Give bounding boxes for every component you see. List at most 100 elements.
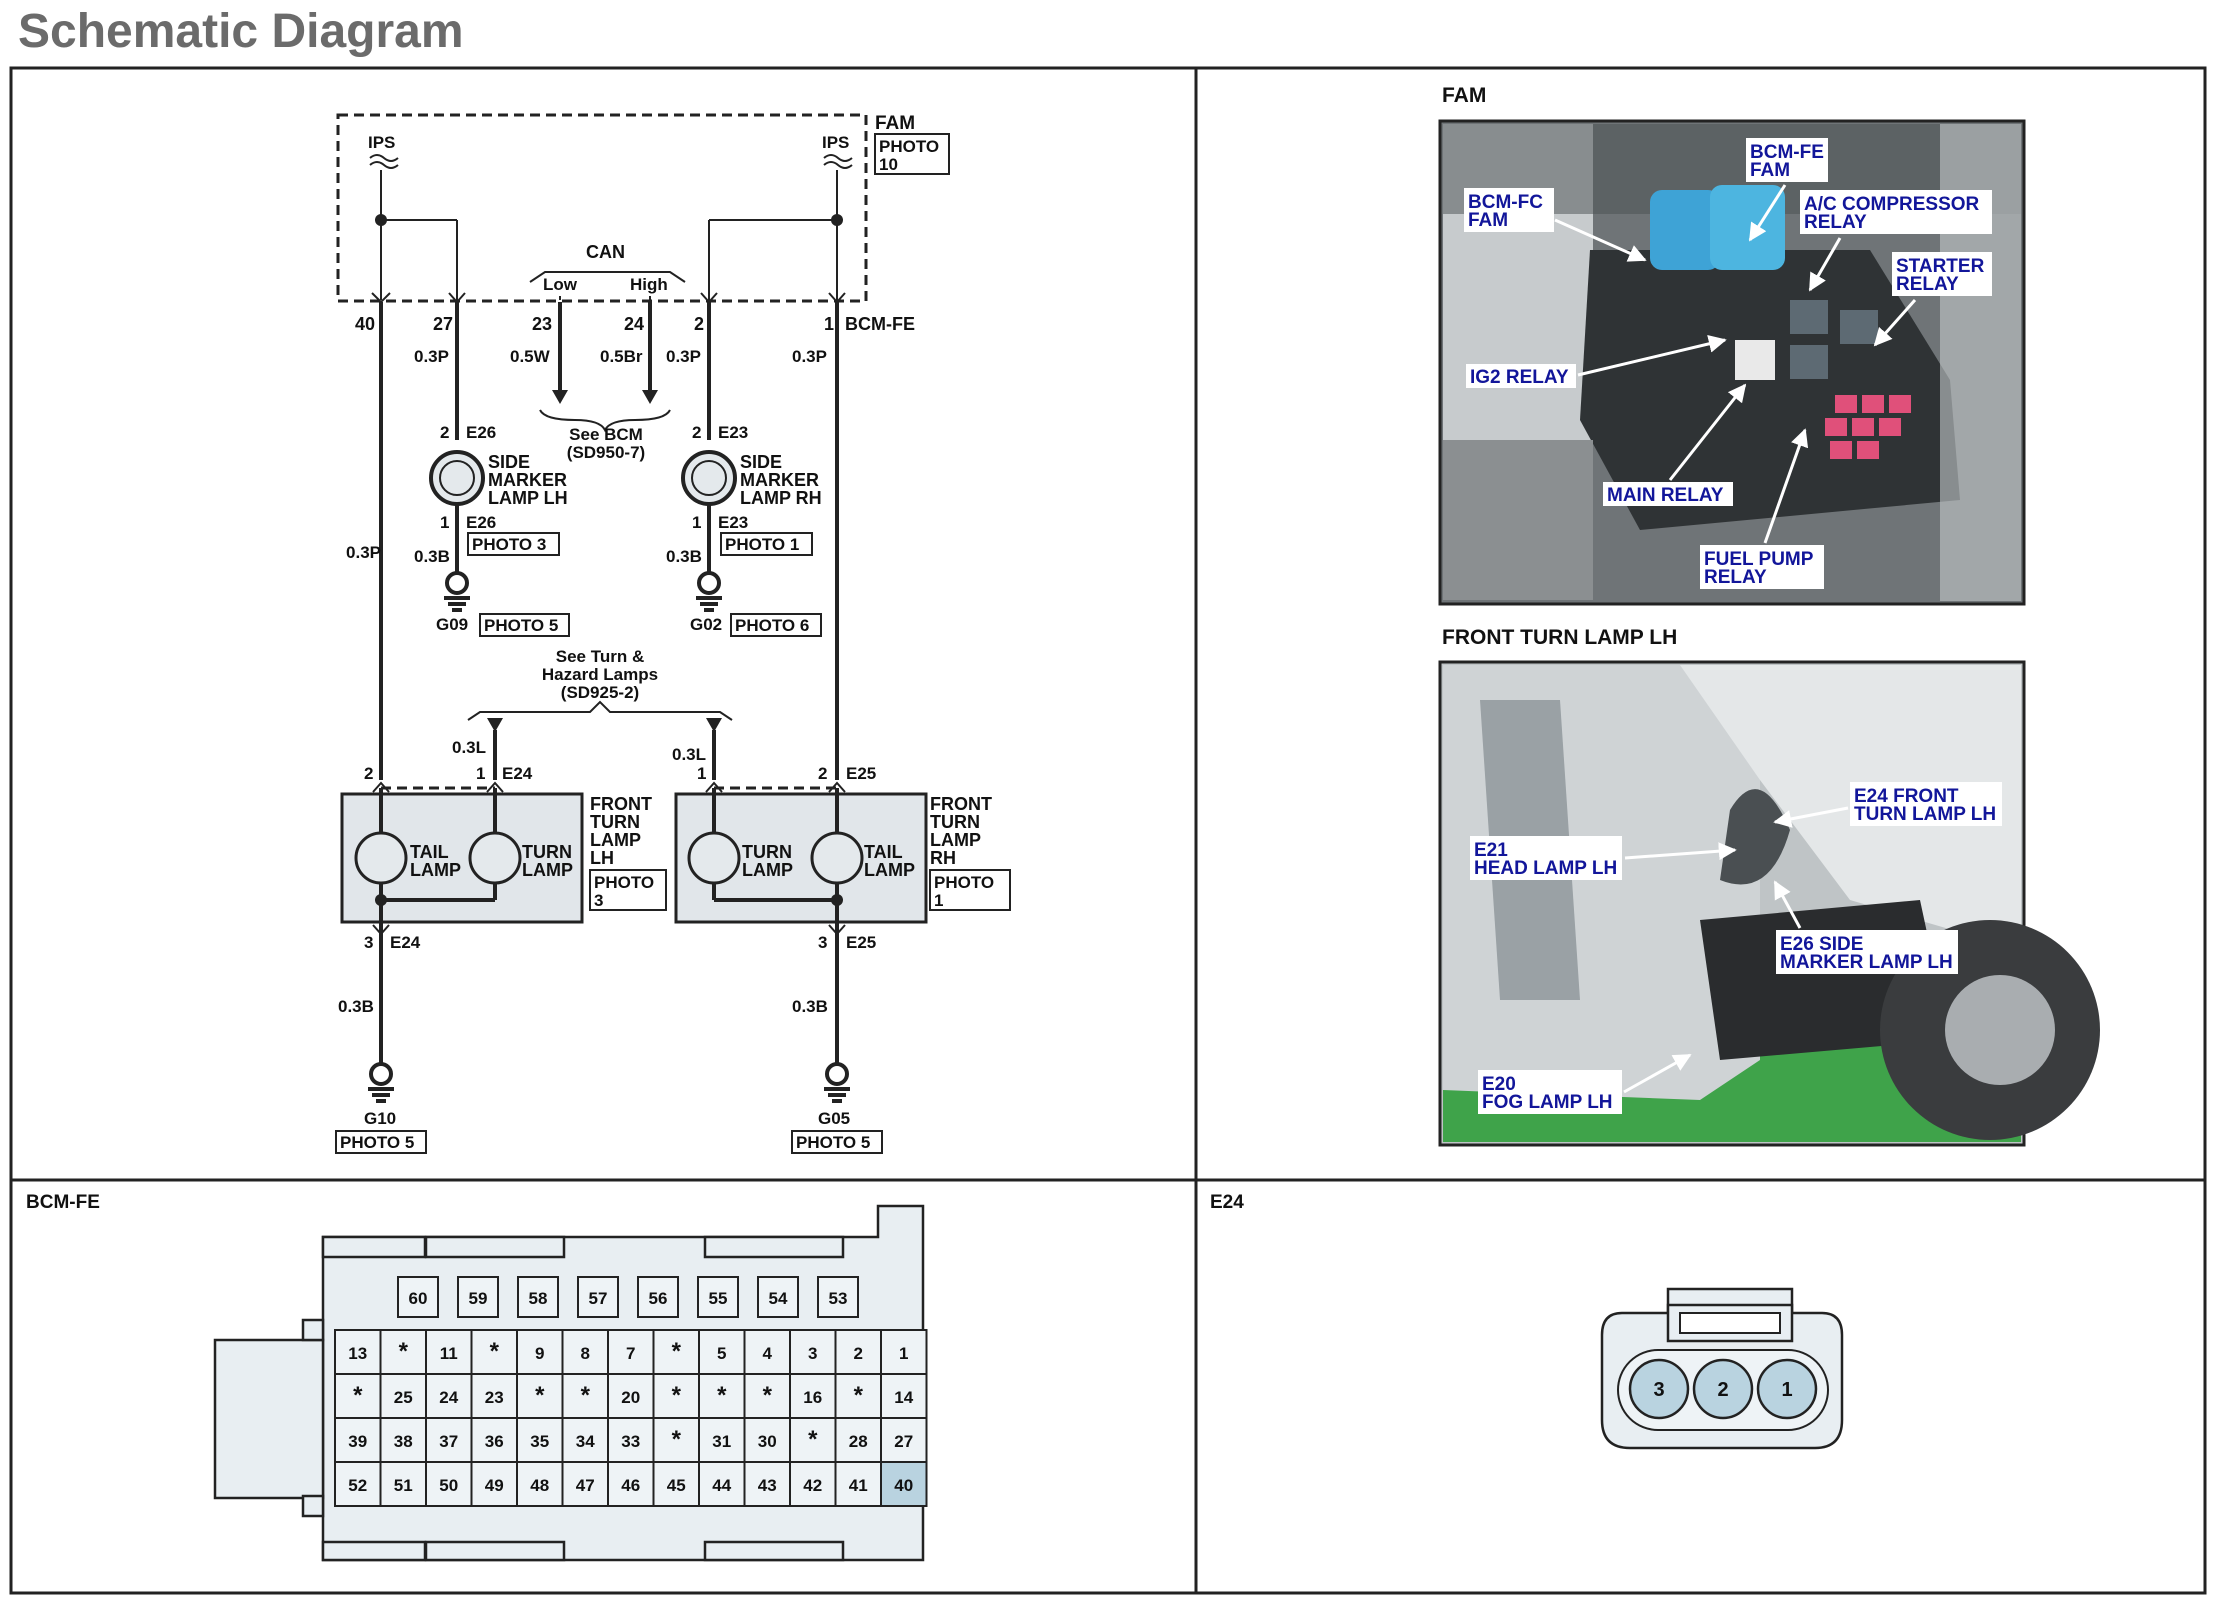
fam-photo-panel: FAM BCM-FC FAM BCM-FE FAM A/C COMPRESSOR…: [1438, 84, 2026, 606]
bcm-pin-cell: [470, 1461, 518, 1507]
callout-bcm-fe-2: FAM: [1750, 160, 1790, 181]
ground-g02-photo: PHOTO 6: [735, 616, 809, 635]
bcm-pin-label: 42: [803, 1476, 822, 1495]
bcm-pin-label: 2: [854, 1344, 863, 1363]
bcm-pin-label: 16: [803, 1388, 822, 1407]
ground-g05-ring: [825, 1062, 849, 1086]
bcm-pin-label: 34: [576, 1432, 595, 1451]
front-rh-photo-2: 1: [934, 891, 943, 910]
front-lh-photo-box: [589, 869, 667, 911]
front-rh-name-1: FRONT: [930, 794, 992, 814]
bcm-pin-label: 56: [649, 1289, 668, 1308]
can-high-label: High: [630, 275, 668, 294]
bcm-pin-label: 57: [589, 1289, 608, 1308]
bcm-pin-label: 9: [535, 1344, 544, 1363]
pin-27-label: 27: [433, 314, 453, 334]
can-low-label: Low: [543, 275, 578, 294]
bcm-pin-label: 45: [667, 1476, 686, 1495]
callout-bcm-fc-bg: [1464, 188, 1554, 232]
bcm-pin-label: 24: [439, 1388, 458, 1407]
bcm-pin-cell: [379, 1461, 427, 1507]
e24-lock-slot: [1679, 1312, 1781, 1334]
fam-label: FAM: [875, 113, 915, 134]
bcm-pin-label: 8: [581, 1344, 590, 1363]
bcm-pin-label: *: [763, 1382, 773, 1409]
callout-main: MAIN RELAY: [1607, 485, 1724, 506]
bcm-pin-label: 49: [485, 1476, 504, 1495]
front-rh-tail-bulb: [810, 831, 864, 885]
bcm-key-3: [703, 1235, 845, 1259]
bcm-pin-cell: [652, 1417, 700, 1463]
bcm-pin-label: 25: [394, 1388, 413, 1407]
bcm-pin-cell: [834, 1373, 882, 1419]
side-marker-rh-filament: [691, 460, 727, 496]
front-rh-pin-tail: 2: [818, 764, 827, 783]
bcm-pin-label: 38: [394, 1432, 413, 1451]
front-lh-tail-1: TAIL: [410, 842, 449, 862]
pin-40-label: 40: [355, 314, 375, 334]
side-rh-name-2: MARKER: [740, 470, 819, 490]
bcm-pin-label: *: [490, 1338, 500, 1365]
bcm-pin-cell: [516, 1417, 564, 1463]
can-brace: [529, 271, 686, 283]
arrow-ig2: [1577, 334, 1727, 377]
wire-color-40: 0.3P: [346, 543, 381, 562]
bcm-pin-label: 23: [485, 1388, 504, 1407]
bcm-pin-cell: [425, 1329, 473, 1375]
bcm-pin-label: *: [808, 1426, 818, 1453]
e24-pin-label: 3: [1653, 1379, 1664, 1401]
front-lh-conn: E24: [502, 764, 533, 783]
bcm-pin-label: 11: [440, 1344, 458, 1363]
ground-g10-ring: [369, 1062, 393, 1086]
bcm-pin-label: 33: [621, 1432, 640, 1451]
pin-2-label: 2: [694, 314, 704, 334]
ground-g10-symbol: [368, 1087, 394, 1103]
fam-photo-line2: 10: [879, 155, 898, 174]
callout-starter-2: RELAY: [1896, 274, 1959, 295]
side-rh-pin-bot: 1: [692, 513, 701, 532]
bcm-pin-label: 27: [894, 1432, 913, 1451]
callout-e24-1: E24 FRONT: [1854, 786, 1959, 807]
photo-harness: [1720, 789, 1790, 885]
fam-photo-box: [874, 133, 950, 175]
bcm-pin-label: 37: [439, 1432, 458, 1451]
photo-bcm-fe-connector: [1710, 185, 1785, 270]
bcm-pin-label: *: [535, 1382, 545, 1409]
front-lh-turn-1: TURN: [522, 842, 572, 862]
wire-color-1: 0.3P: [792, 347, 827, 366]
front-lh-photo-2: 3: [594, 891, 603, 910]
arrow-fuel: [1763, 428, 1809, 544]
turn-feed-wires: [493, 730, 716, 780]
bcm-pin-label: 51: [394, 1476, 413, 1495]
ground-g09-symbol: [444, 596, 470, 612]
callout-e26-1: E26 SIDE: [1780, 934, 1863, 955]
ground-g09-photo-box: [479, 613, 570, 637]
bcm-pin-label: 40: [894, 1476, 913, 1495]
callout-e21-bg: [1470, 836, 1622, 880]
ips-right-symbol: [823, 154, 853, 169]
ground-g02-symbol: [696, 596, 722, 612]
bcm-pin-cell: [697, 1276, 739, 1318]
ground-g09-ring: [445, 571, 469, 595]
bcm-pin-label: 54: [769, 1289, 788, 1308]
arrow-starter: [1873, 299, 1917, 347]
see-turn-line1: See Turn &: [556, 647, 644, 666]
bcm-pin-label: 20: [621, 1388, 640, 1407]
bcm-pin-label: 43: [758, 1476, 777, 1495]
e24-pin-label: 1: [1781, 1379, 1792, 1401]
ips-left-label: IPS: [368, 133, 395, 152]
front-lh-junction: [375, 894, 387, 906]
bcm-pin-label: 28: [849, 1432, 868, 1451]
can-label: CAN: [586, 242, 625, 262]
side-lh-name-3: LAMP LH: [488, 488, 568, 508]
bcm-pin-label: *: [672, 1338, 682, 1365]
arrow-bcm-fe: [1748, 184, 1787, 242]
bcm-pin-cell: [698, 1417, 746, 1463]
callout-starter-1: STARTER: [1896, 256, 1985, 277]
front-rh-turn-1: TURN: [742, 842, 792, 862]
bcm-pin-label: 30: [758, 1432, 777, 1451]
bcm-key-5: [424, 1540, 566, 1562]
